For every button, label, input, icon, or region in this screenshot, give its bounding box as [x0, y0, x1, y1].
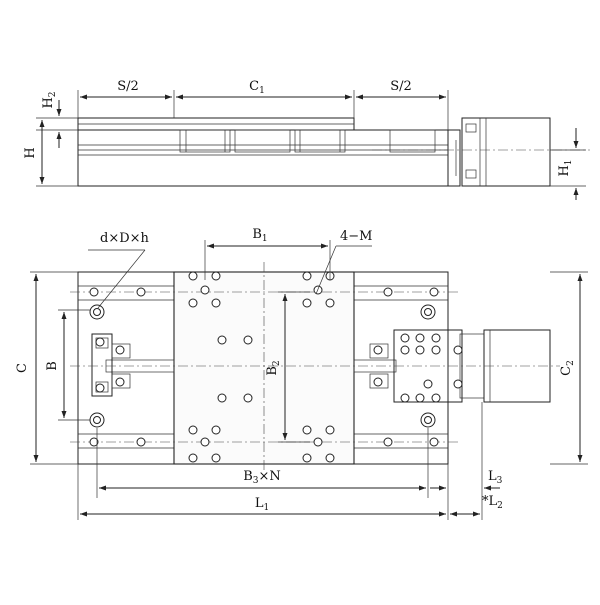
- mounting-hole: [431, 345, 441, 355]
- left-end-block: [91, 333, 113, 397]
- mounting-hole: [188, 298, 198, 308]
- dimension-labels: H2 S/2 C1 S/2 H H1 d×D×h B1 4−M C B B2 C…: [15, 79, 576, 513]
- mounting-hole: [431, 393, 441, 403]
- mounting-hole: [188, 453, 198, 463]
- mounting-hole: [243, 335, 253, 345]
- mounting-hole: [200, 437, 210, 447]
- label-s2-left: S/2: [117, 79, 139, 94]
- label-l2: *L2: [482, 494, 503, 511]
- mounting-hole: [415, 393, 425, 403]
- mounting-hole: [302, 453, 312, 463]
- mounting-hole: [325, 425, 335, 435]
- mounting-hole: [400, 345, 410, 355]
- mounting-hole: [400, 393, 410, 403]
- label-l1: L1: [255, 496, 269, 513]
- plan-view: [30, 240, 588, 520]
- side-base: [77, 129, 449, 187]
- label-c: C: [15, 363, 30, 373]
- label-b: B: [45, 361, 60, 371]
- label-h2: H2: [41, 91, 58, 108]
- mounting-hole: [325, 298, 335, 308]
- label-h1: H1: [557, 159, 574, 176]
- mounting-hole: [89, 287, 99, 297]
- mounting-hole: [453, 345, 463, 355]
- mounting-hole: [211, 425, 221, 435]
- mounting-hole: [188, 425, 198, 435]
- label-dxdxh: d×D×h: [100, 231, 150, 246]
- mounting-hole: [325, 453, 335, 463]
- mounting-hole: [302, 425, 312, 435]
- label-s2-right: S/2: [390, 79, 412, 94]
- label-c2: C2: [559, 360, 576, 376]
- mounting-hole: [211, 271, 221, 281]
- mounting-hole: [431, 333, 441, 343]
- label-b1: B1: [252, 227, 267, 244]
- mounting-hole: [136, 437, 146, 447]
- label-b3n: B3×N: [243, 469, 281, 486]
- mounting-hole: [429, 437, 439, 447]
- side-motor: [461, 117, 551, 187]
- label-l3: L3: [488, 469, 503, 486]
- mounting-hole: [415, 345, 425, 355]
- mounting-hole: [400, 333, 410, 343]
- mounting-hole: [89, 437, 99, 447]
- mounting-hole: [415, 333, 425, 343]
- mounting-hole: [383, 437, 393, 447]
- mounting-hole: [115, 345, 125, 355]
- mounting-hole: [453, 379, 463, 389]
- mounting-hole: [136, 287, 146, 297]
- mounting-hole: [383, 287, 393, 297]
- mounting-hole: [429, 287, 439, 297]
- mounting-hole: [95, 337, 105, 347]
- mounting-hole: [217, 335, 227, 345]
- mounting-hole: [302, 271, 312, 281]
- mounting-hole: [373, 377, 383, 387]
- mounting-hole: [95, 383, 105, 393]
- mounting-hole: [423, 379, 433, 389]
- mounting-hole: [243, 393, 253, 403]
- mounting-hole: [373, 345, 383, 355]
- mounting-hole: [211, 298, 221, 308]
- label-c1: C1: [249, 79, 265, 96]
- mounting-hole: [211, 453, 221, 463]
- label-b2: B2: [265, 360, 282, 375]
- side-view: [36, 90, 590, 200]
- label-4m: 4−M: [340, 229, 372, 244]
- mounting-hole: [313, 437, 323, 447]
- mounting-hole: [217, 393, 227, 403]
- mounting-hole: [115, 377, 125, 387]
- mounting-hole: [188, 271, 198, 281]
- mounting-hole: [302, 298, 312, 308]
- label-h: H: [23, 147, 38, 158]
- mounting-hole: [200, 285, 210, 295]
- mounting-holes: [89, 271, 463, 463]
